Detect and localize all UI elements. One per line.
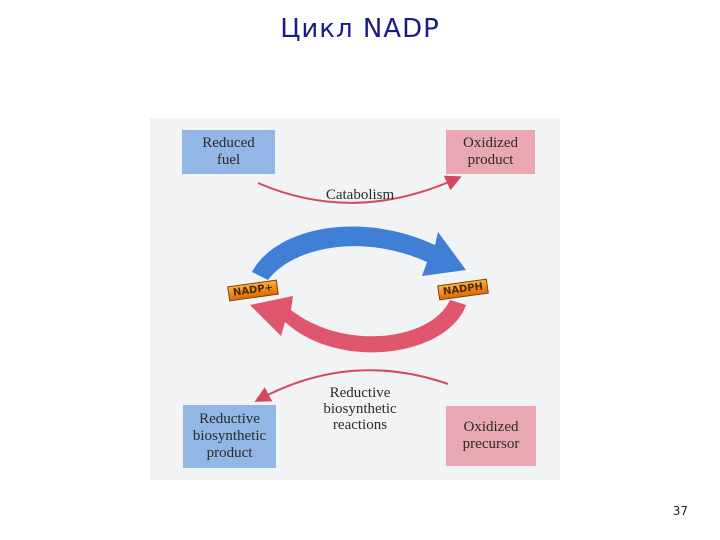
- catabolism-thin-arrow: [257, 175, 462, 204]
- red-cycle-arrow: [250, 296, 466, 353]
- reductive-biosynthetic-product-box: Reductive biosynthetic product: [183, 405, 276, 468]
- reduced-fuel-box: Reduced fuel: [182, 130, 275, 174]
- page-number: 37: [672, 504, 688, 518]
- reductive-thin-arrow: [254, 369, 449, 402]
- oxidized-precursor-box: Oxidized precursor: [446, 406, 536, 466]
- slide-title: Цикл NADP: [280, 14, 440, 44]
- reductive-biosynthetic-reactions-label: Reductive biosynthetic reactions: [323, 385, 397, 433]
- blue-cycle-arrow: [252, 226, 466, 280]
- oxidized-product-box: Oxidized product: [446, 130, 535, 174]
- catabolism-label: Catabolism: [325, 187, 395, 203]
